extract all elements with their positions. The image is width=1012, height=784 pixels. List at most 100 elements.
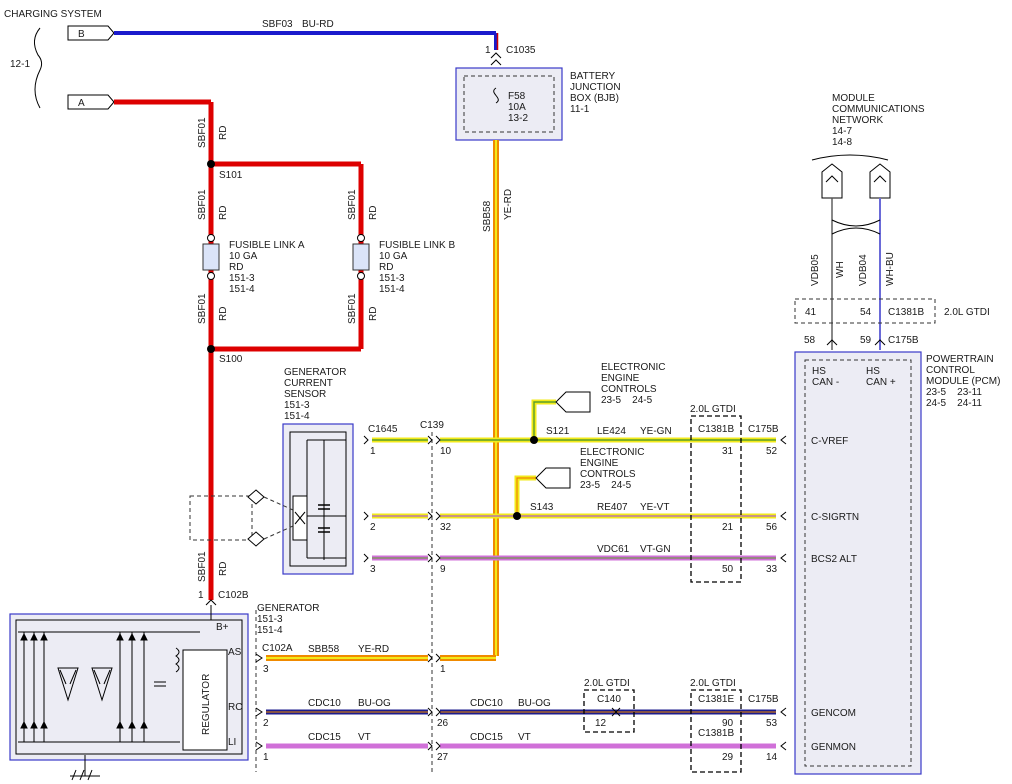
label-c175b-1: C175B [748, 424, 779, 435]
pin-52: 52 [766, 446, 778, 457]
eec2-connector[interactable] [535, 467, 571, 489]
bjb-label-3: BOX (BJB) [570, 93, 619, 104]
label-c140: C140 [597, 694, 621, 705]
fusible-link-a-bottom [207, 272, 215, 280]
pin-50: 50 [722, 564, 734, 575]
pin-21: 21 [722, 522, 734, 533]
label-ye-rd: YE-RD [358, 644, 389, 655]
pin-3a: 3 [370, 564, 376, 575]
gtdi-label-can: 2.0L GTDI [944, 307, 990, 318]
label-s143: S143 [530, 502, 554, 513]
connector-c1035-symbol-2 [490, 59, 502, 66]
generator-li: LI [228, 737, 236, 748]
label-sbf03: SBF03 [262, 19, 293, 30]
label-vdb05: VDB05 [810, 254, 821, 286]
pin-54: 54 [860, 307, 872, 318]
pin-12: 12 [595, 718, 607, 729]
pin-41: 41 [805, 307, 817, 318]
connector-a-label: A [78, 98, 85, 109]
pcm-pin-arrows [780, 435, 787, 751]
eec2-label-3: CONTROLS [580, 469, 636, 480]
generator-as: AS [228, 647, 242, 658]
label-sbf01-1: SBF01 [197, 117, 208, 148]
label-bu-og-2: BU-OG [518, 698, 551, 709]
label-s100: S100 [219, 354, 243, 365]
label-cdc15-1: CDC15 [308, 732, 341, 743]
label-vt-gn: VT-GN [640, 544, 671, 555]
pin-53: 53 [766, 718, 778, 729]
pcm-ref-1: 23-5 23-11 [926, 387, 982, 398]
mcn-label-2: COMMUNICATIONS [832, 104, 925, 115]
connector-a[interactable] [67, 94, 115, 110]
label-c1381b-2: C1381B [698, 728, 734, 739]
pcm-label-1: POWERTRAIN [926, 354, 994, 365]
fusible-b-ref1: 151-3 [379, 273, 405, 284]
fusible-a-color: RD [229, 262, 243, 273]
gtdi-label-2: 2.0L GTDI [690, 678, 736, 689]
pin-1c: 1 [263, 752, 269, 763]
current-sensor-inner [289, 431, 347, 567]
sensor-link-2 [263, 525, 294, 540]
sensor-sym-1 [247, 489, 265, 505]
pin-31: 31 [722, 446, 734, 457]
c1381b-can-box [794, 298, 936, 324]
label-sbf01-4: SBF01 [347, 189, 358, 220]
connector-c1035-symbol [490, 52, 502, 59]
can-hi-chevron-icon [873, 175, 887, 183]
diagram-title: CHARGING SYSTEM [4, 9, 102, 20]
fusible-a-ref1: 151-3 [229, 273, 255, 284]
pcm-genmon: GENMON [811, 742, 856, 753]
splice-s100 [207, 345, 215, 353]
fusible-link-a [202, 243, 220, 271]
label-c175b-2: C175B [748, 694, 779, 705]
pin-2a: 2 [370, 522, 376, 533]
label-sbb58-vert: SBB58 [482, 200, 493, 232]
fusible-b-ref2: 151-4 [379, 284, 405, 295]
label-s121: S121 [546, 426, 570, 437]
eec1-ref: 23-5 24-5 [601, 395, 653, 406]
splice-s121 [530, 436, 538, 444]
hall-cross-icon [294, 511, 306, 525]
inline-connector-arrows [255, 435, 621, 751]
label-re407: RE407 [597, 502, 628, 513]
label-c102a: C102A [262, 643, 293, 654]
eec2-label-1: ELECTRONIC [580, 447, 644, 458]
can-hi-connector[interactable] [869, 163, 891, 199]
sensor-label-3: SENSOR [284, 389, 326, 400]
sensor-link-1 [263, 496, 294, 511]
label-ye-gn: YE-GN [640, 426, 672, 437]
wire-re407-branch-tracer [516, 477, 536, 516]
mcn-ref-1: 14-7 [832, 126, 852, 137]
splice-s143 [513, 512, 521, 520]
pin-59: 59 [860, 335, 872, 346]
label-vdb04: VDB04 [858, 254, 869, 286]
label-rd-2: RD [218, 206, 229, 220]
label-rd-4: RD [368, 206, 379, 220]
label-vdc61: VDC61 [597, 544, 630, 555]
wire-le424-branch-tracer [533, 401, 556, 440]
eec1-connector[interactable] [555, 391, 591, 413]
sensor-label-2: CURRENT [284, 378, 333, 389]
connector-b[interactable] [67, 25, 115, 41]
connector-b-label: B [78, 29, 85, 40]
fuse-f58-ref: 13-2 [508, 113, 528, 124]
generator-name: GENERATOR [257, 603, 319, 614]
sensor-bypass [189, 495, 253, 541]
connector-c102b-symbol [205, 599, 217, 606]
c1381-box-lower [690, 689, 742, 773]
label-c139: C139 [420, 420, 444, 431]
pcm-inner [804, 359, 912, 767]
c140-box [583, 689, 635, 733]
pin-14: 14 [766, 752, 778, 763]
pcm-can-hi-1: HS [866, 366, 880, 377]
label-rd-1: RD [218, 126, 229, 140]
can-lo-connector[interactable] [821, 163, 843, 199]
bjb-box [455, 67, 563, 141]
bjb-inner [463, 75, 555, 133]
mcn-ref-2: 14-8 [832, 137, 852, 148]
mcn-brace [811, 154, 889, 161]
label-ye-rd-vert: YE-RD [503, 189, 514, 220]
sensor-sym-2 [247, 531, 265, 547]
fusible-a-name: FUSIBLE LINK A [229, 240, 305, 251]
generator-rc: RC [228, 702, 242, 713]
